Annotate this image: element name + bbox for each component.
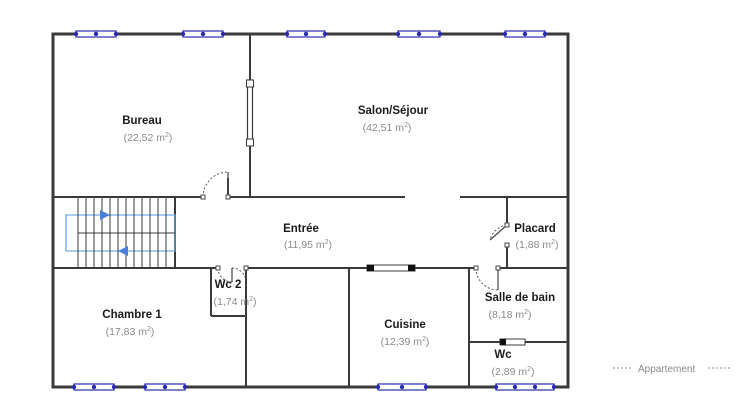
svg-text:(8,18 m2): (8,18 m2) xyxy=(488,309,531,321)
kitchen-sliding-door xyxy=(366,264,416,272)
svg-text:(12,39 m2): (12,39 m2) xyxy=(381,336,430,348)
room-label-placard: Placard (1,88 m2) xyxy=(514,223,558,251)
door-hinges xyxy=(200,194,510,271)
window-dots-bottom xyxy=(71,384,557,390)
room-label-entree: Entrée (11,95 m2) xyxy=(283,223,332,251)
svg-text:Chambre 1: Chambre 1 xyxy=(102,309,162,321)
room-label-cuisine: Cuisine (12,39 m2) xyxy=(381,319,430,348)
svg-text:Cuisine: Cuisine xyxy=(384,319,426,331)
room-label-bureau: Bureau (22,52 m2) xyxy=(122,115,172,144)
svg-text:Salon/Séjour: Salon/Séjour xyxy=(358,105,429,117)
room-label-chambre1: Chambre 1 (17,83 m2) xyxy=(102,309,162,338)
room-label-salle-de-bain: Salle de bain (8,18 m2) xyxy=(485,292,555,321)
door-leaves xyxy=(227,172,508,290)
svg-text:(22,52 m2): (22,52 m2) xyxy=(124,132,173,144)
room-label-wc: Wc (2,89 m2) xyxy=(491,349,534,378)
door-swings xyxy=(202,171,508,291)
window-dots-top xyxy=(73,31,548,37)
svg-text:Wc: Wc xyxy=(494,349,512,361)
legend-label: Appartement xyxy=(638,364,695,375)
room-label-salon: Salon/Séjour (42,51 m2) xyxy=(358,105,429,134)
svg-text:(11,95 m2): (11,95 m2) xyxy=(284,239,332,251)
svg-text:Entrée: Entrée xyxy=(283,223,319,235)
legend: Appartement xyxy=(613,364,730,375)
svg-text:(17,83 m2): (17,83 m2) xyxy=(106,326,155,338)
svg-text:Wc 2: Wc 2 xyxy=(215,279,242,291)
wc-sliding-door xyxy=(499,338,526,346)
svg-text:Bureau: Bureau xyxy=(122,115,162,127)
sliding-partition xyxy=(246,79,254,147)
staircase xyxy=(65,197,176,268)
svg-text:(1,88 m2): (1,88 m2) xyxy=(515,239,558,251)
svg-text:Placard: Placard xyxy=(514,223,556,235)
svg-text:(1,74 m2): (1,74 m2) xyxy=(213,296,256,308)
room-label-wc2: Wc 2 (1,74 m2) xyxy=(213,279,256,308)
svg-text:(42,51 m2): (42,51 m2) xyxy=(363,122,412,134)
svg-text:(2,89 m2): (2,89 m2) xyxy=(491,366,534,378)
svg-text:Salle de bain: Salle de bain xyxy=(485,292,555,304)
